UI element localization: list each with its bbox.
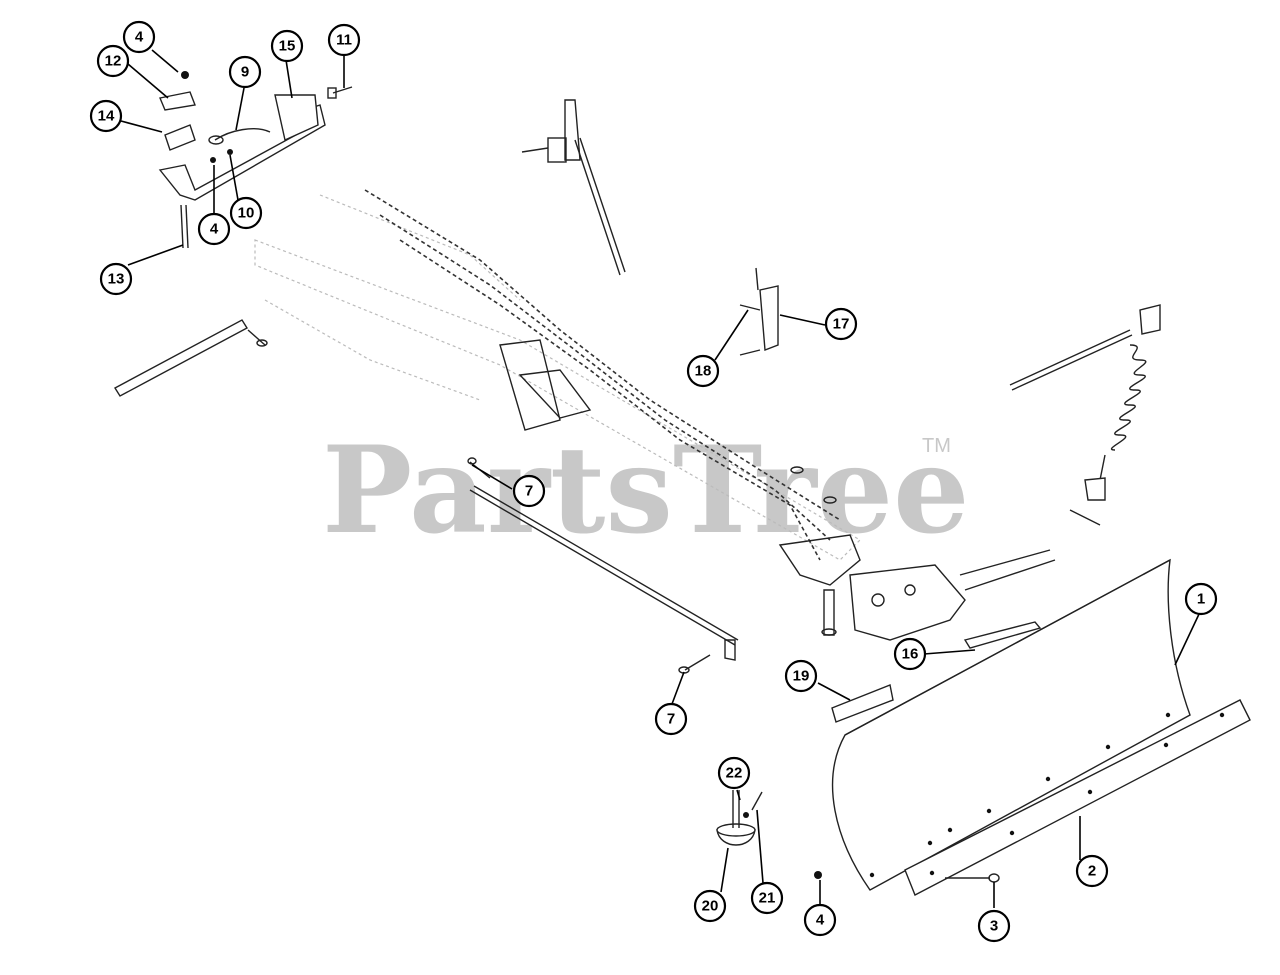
leader-lines — [120, 49, 1201, 908]
angle-rod — [467, 457, 739, 674]
callout-15: 15 — [270, 29, 304, 63]
callout-11: 11 — [327, 23, 361, 57]
skid-shoe — [716, 790, 763, 846]
callout-14: 14 — [89, 99, 123, 133]
svg-text:4: 4 — [135, 29, 144, 46]
svg-text:11: 11 — [336, 32, 352, 49]
svg-text:21: 21 — [759, 890, 776, 907]
svg-text:12: 12 — [105, 53, 122, 70]
callout-9: 9 — [228, 55, 262, 89]
callout-13: 13 — [99, 262, 133, 296]
svg-text:19: 19 — [793, 668, 810, 685]
callout-2: 2 — [1075, 854, 1109, 888]
callout-7: 7 — [512, 474, 546, 508]
decal — [831, 684, 894, 723]
callout-4: 4 — [197, 212, 231, 246]
lift-link — [739, 267, 779, 356]
callout-7: 7 — [654, 702, 688, 736]
hitch-bracket — [158, 71, 353, 249]
svg-text:14: 14 — [98, 108, 115, 125]
svg-text:4: 4 — [210, 221, 219, 238]
svg-text:3: 3 — [990, 918, 998, 935]
watermark-brand: PartsTree — [322, 420, 969, 561]
callout-16: 16 — [893, 637, 927, 671]
watermark-trademark: TM — [922, 435, 951, 457]
blade — [831, 558, 1191, 891]
svg-text:22: 22 — [726, 765, 743, 782]
svg-text:20: 20 — [702, 898, 719, 915]
callout-4: 4 — [122, 20, 156, 54]
callout-17: 17 — [824, 307, 858, 341]
callout-19: 19 — [784, 659, 818, 693]
svg-text:7: 7 — [525, 483, 533, 500]
callout-12: 12 — [96, 44, 130, 78]
svg-text:18: 18 — [695, 363, 712, 380]
svg-text:2: 2 — [1088, 863, 1096, 880]
callout-20: 20 — [693, 889, 727, 923]
svg-text:16: 16 — [902, 646, 919, 663]
blade-pivot — [849, 549, 1056, 649]
callout-18: 18 — [686, 354, 720, 388]
svg-text:9: 9 — [241, 64, 249, 81]
callout-4: 4 — [803, 903, 837, 937]
blade-bolt-dots — [814, 712, 1225, 879]
cutting-edge — [904, 699, 1251, 896]
svg-text:17: 17 — [833, 316, 850, 333]
frame-ghost — [254, 194, 861, 561]
lift-rod — [521, 99, 626, 276]
svg-text:1: 1 — [1197, 591, 1205, 608]
callouts: 1 2 3 4 4 4 7 7 9 10 11 — [89, 20, 1218, 943]
spring-assembly — [1009, 304, 1161, 526]
callout-21: 21 — [750, 881, 784, 915]
callout-3: 3 — [977, 909, 1011, 943]
callout-22: 22 — [717, 756, 751, 790]
callout-1: 1 — [1184, 582, 1218, 616]
callout-10: 10 — [229, 196, 263, 230]
svg-text:10: 10 — [238, 205, 255, 222]
svg-text:7: 7 — [667, 711, 675, 728]
pivot-pin — [114, 319, 268, 397]
svg-text:4: 4 — [816, 912, 825, 929]
svg-text:15: 15 — [279, 38, 296, 55]
main-frame — [364, 189, 861, 636]
svg-text:13: 13 — [108, 271, 125, 288]
